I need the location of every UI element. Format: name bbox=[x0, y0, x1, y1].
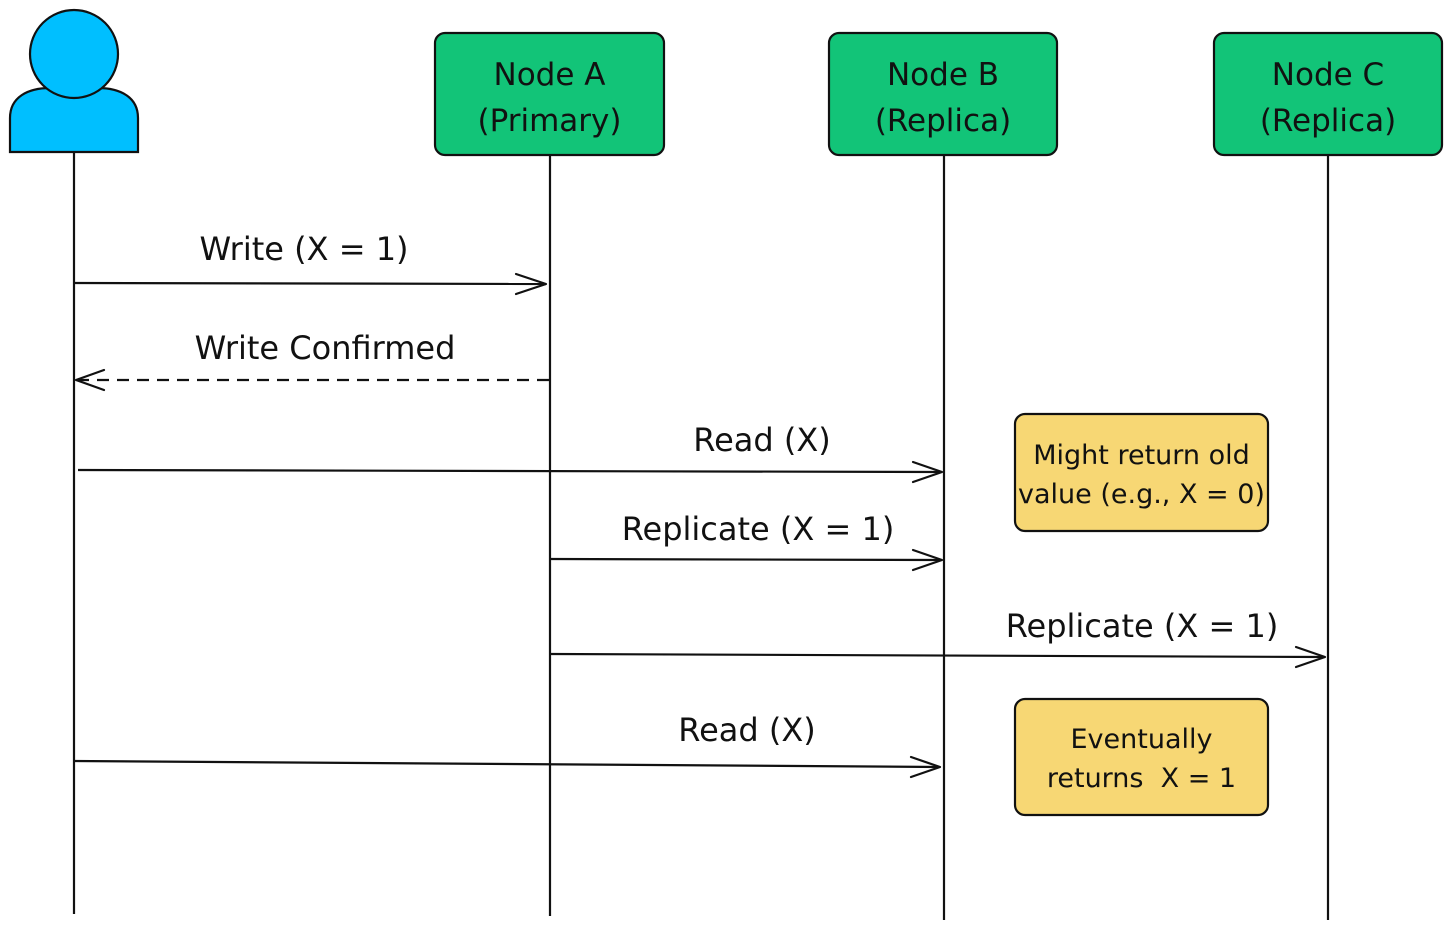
message-read-2-line bbox=[72, 759, 940, 769]
note-eventual-read-line1: Eventually bbox=[1071, 724, 1213, 755]
user-icon bbox=[8, 8, 140, 154]
message-replicate-b-label: Replicate (X = 1) bbox=[622, 510, 895, 548]
node-a-title: Node A bbox=[494, 57, 606, 93]
message-replicate-c-label: Replicate (X = 1) bbox=[1006, 607, 1279, 645]
node-a-role: (Primary) bbox=[478, 103, 622, 139]
message-read-1-arrowhead bbox=[911, 460, 944, 484]
message-replicate-c-line bbox=[550, 652, 1325, 659]
message-read-1-label: Read (X) bbox=[693, 421, 830, 459]
message-replicate-b-line bbox=[550, 557, 942, 562]
node-c-title: Node C bbox=[1272, 57, 1384, 93]
note-stale-read-line2: value (e.g., X = 0) bbox=[1018, 479, 1265, 510]
node-b-title: Node B bbox=[887, 57, 999, 93]
note-stale-read-line1: Might return old bbox=[1033, 440, 1250, 471]
message-replicate-b-arrowhead bbox=[911, 548, 944, 572]
message-read-2: Read (X) bbox=[72, 711, 942, 779]
node-a-rect bbox=[433, 31, 666, 157]
node-b-box: Node B (Replica) bbox=[827, 31, 1059, 157]
node-b-rect bbox=[827, 31, 1059, 157]
note-eventual-read-box bbox=[1013, 697, 1270, 817]
user-icon-head bbox=[28, 8, 120, 100]
node-c-rect bbox=[1212, 31, 1444, 157]
node-c-role: (Replica) bbox=[1260, 103, 1396, 139]
message-read-2-arrowhead bbox=[909, 755, 942, 779]
message-read-1-line bbox=[77, 468, 942, 474]
message-write-line bbox=[74, 281, 547, 286]
node-a-box: Node A (Primary) bbox=[433, 31, 666, 157]
message-write-arrowhead bbox=[514, 272, 548, 296]
message-write-confirmed: Write Confirmed bbox=[74, 329, 549, 392]
message-write: Write (X = 1) bbox=[74, 230, 548, 296]
message-write-confirmed-arrowhead bbox=[74, 368, 106, 392]
message-read-1: Read (X) bbox=[77, 421, 944, 484]
note-stale-read-box bbox=[1013, 412, 1270, 533]
message-replicate-c: Replicate (X = 1) bbox=[550, 607, 1327, 669]
note-eventual-read-line2: returns X = 1 bbox=[1047, 763, 1236, 794]
node-c-box: Node C (Replica) bbox=[1212, 31, 1444, 157]
message-write-confirmed-label: Write Confirmed bbox=[195, 329, 456, 367]
node-b-role: (Replica) bbox=[875, 103, 1011, 139]
message-replicate-c-arrowhead bbox=[1294, 645, 1327, 669]
message-write-label: Write (X = 1) bbox=[199, 230, 408, 268]
note-stale-read: Might return old value (e.g., X = 0) bbox=[1013, 412, 1270, 533]
message-read-2-label: Read (X) bbox=[678, 711, 815, 749]
note-eventual-read: Eventually returns X = 1 bbox=[1013, 697, 1270, 817]
message-replicate-b: Replicate (X = 1) bbox=[550, 510, 944, 572]
